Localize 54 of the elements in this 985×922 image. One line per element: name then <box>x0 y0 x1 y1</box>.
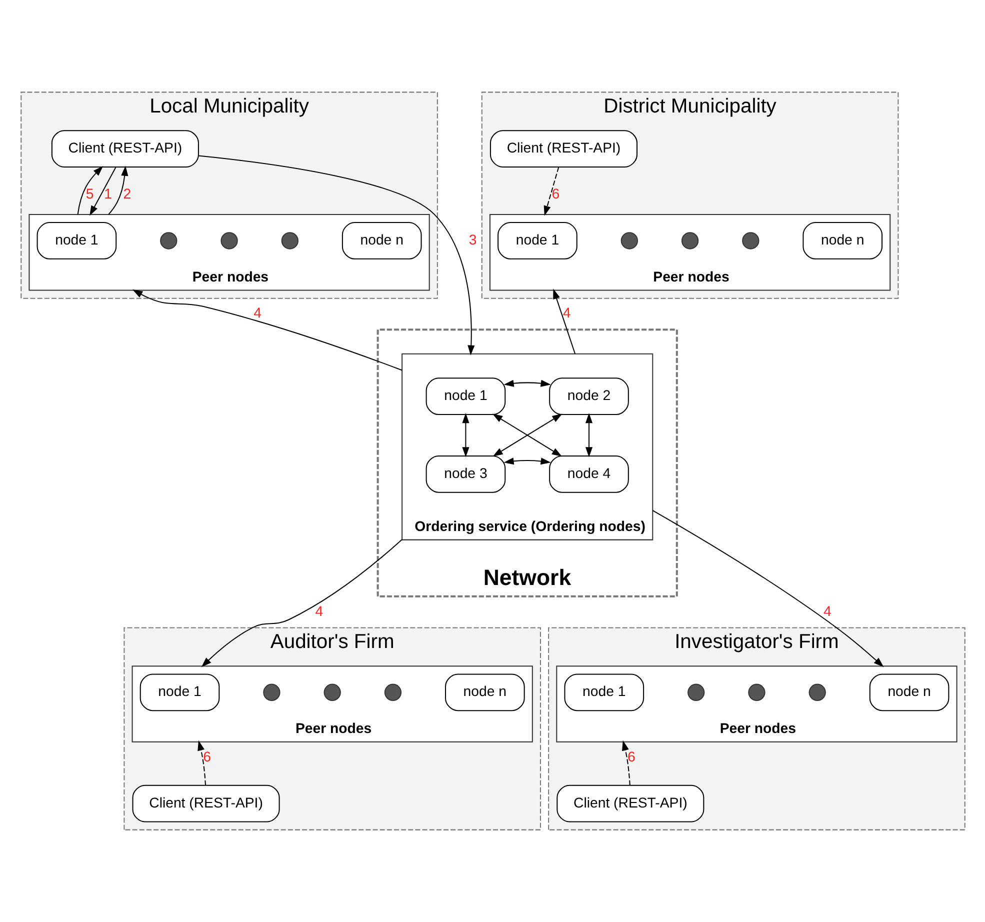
arrow <box>198 155 474 356</box>
node-box: node 1 <box>36 222 116 260</box>
node-circle <box>160 232 177 250</box>
edge-label: 4 <box>253 304 261 321</box>
arrow <box>132 289 402 371</box>
node-circle <box>384 684 402 701</box>
edge-label: 6 <box>551 185 560 202</box>
node-box: node 3 <box>425 455 506 493</box>
node-circle <box>262 684 280 701</box>
node-circle <box>808 684 826 701</box>
edge-label: 1 <box>104 185 112 202</box>
node-box: node 1 <box>139 674 220 712</box>
edge-label: 2 <box>122 185 131 202</box>
edge-label: 6 <box>627 748 635 764</box>
arrow <box>108 166 128 215</box>
arrow <box>89 166 116 216</box>
node-circle <box>280 232 298 250</box>
arrow <box>552 288 576 354</box>
node-box: Client (REST-API) <box>556 784 704 822</box>
node-box: node n <box>444 674 524 712</box>
node-circle <box>687 684 704 701</box>
node-box: node n <box>341 222 422 260</box>
arrow <box>503 380 550 387</box>
edge-label: 4 <box>562 304 570 321</box>
edge-label: 5 <box>85 185 94 202</box>
arrow <box>622 740 630 786</box>
node-circle <box>323 684 340 701</box>
arrow <box>197 740 206 786</box>
node-box: Client (REST-API) <box>489 130 637 168</box>
arrow <box>200 539 402 668</box>
node-circle <box>742 232 759 250</box>
node-circle <box>620 232 638 250</box>
edge-label: 4 <box>314 602 323 619</box>
node-circle <box>748 684 765 701</box>
node-box: node n <box>802 222 882 260</box>
edge-label: 3 <box>468 231 476 248</box>
edge-label: 4 <box>823 602 831 619</box>
edge-label: 6 <box>202 748 210 764</box>
node-circle <box>220 232 238 250</box>
node-box: node 1 <box>497 222 577 260</box>
node-box: node 1 <box>425 378 506 416</box>
arrow <box>652 510 884 668</box>
arrow <box>462 413 469 458</box>
node-box: Client (REST-API) <box>132 784 280 822</box>
arrow <box>76 166 103 215</box>
arrow <box>584 413 592 458</box>
arrow <box>503 458 550 465</box>
arrow <box>543 166 559 216</box>
node-box: node n <box>868 674 949 712</box>
node-box: node 4 <box>548 455 628 493</box>
node-circle <box>680 232 698 250</box>
node-box: Client (REST-API) <box>50 130 198 168</box>
node-box: node 2 <box>548 378 628 416</box>
node-box: node 1 <box>564 674 644 712</box>
